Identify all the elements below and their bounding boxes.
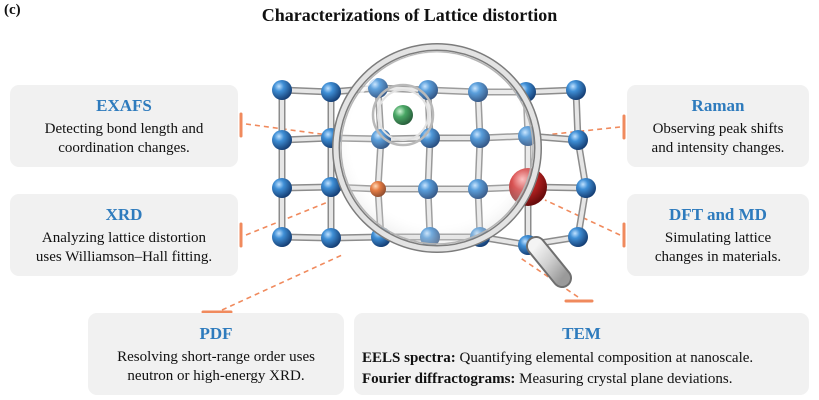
blue-atom	[272, 80, 292, 100]
card-raman: Raman Observing peak shifts and intensit…	[627, 85, 809, 167]
blue-atom	[321, 228, 341, 248]
blue-atom	[568, 130, 588, 150]
card-body-xrd: Analyzing lattice distortion uses Willia…	[35, 230, 213, 265]
connector-dft	[544, 199, 621, 236]
card-body-dft-md: Simulating lattice changes in materials.	[654, 230, 782, 265]
card-body-tem: EELS spectra: Quantifying elemental comp…	[354, 348, 809, 390]
card-dft-md: DFT and MD Simulating lattice changes in…	[627, 194, 809, 276]
card-title-pdf: PDF	[199, 324, 233, 343]
connector-pdf	[221, 254, 343, 311]
blue-atom	[272, 227, 292, 247]
tem-item-fourier: Fourier diffractograms: Measuring crysta…	[362, 371, 733, 387]
blue-atom	[272, 130, 292, 150]
card-body-pdf: Resolving short-range order uses neutron…	[117, 349, 315, 384]
card-title-tem: TEM	[562, 324, 601, 343]
blue-atom	[321, 177, 341, 197]
card-pdf: PDF Resolving short-range order uses neu…	[88, 313, 344, 395]
card-title-xrd: XRD	[105, 205, 143, 224]
card-title-raman: Raman	[691, 96, 745, 115]
blue-atom	[321, 82, 341, 102]
card-body-raman: Observing peak shifts and intensity chan…	[651, 121, 785, 156]
card-title-dft-md: DFT and MD	[669, 205, 767, 224]
blue-atom	[566, 80, 586, 100]
blue-atom	[272, 178, 292, 198]
card-xrd: XRD Analyzing lattice distortion uses Wi…	[10, 194, 238, 276]
tem-item-eels: EELS spectra: Quantifying elemental comp…	[362, 350, 754, 366]
card-body-exafs: Detecting bond length and coordination c…	[44, 121, 204, 156]
panel-label: (c)	[4, 2, 21, 18]
connector-exafs	[245, 123, 329, 136]
card-exafs: EXAFS Detecting bond length and coordina…	[10, 85, 238, 167]
connector-raman	[544, 126, 621, 136]
magnifier-icon	[332, 43, 572, 288]
blue-atom	[568, 227, 588, 247]
card-tem: TEM EELS spectra: Quantifying elemental …	[354, 313, 809, 395]
blue-atom	[576, 178, 596, 198]
card-title-exafs: EXAFS	[96, 96, 152, 115]
page-title: Characterizations of Lattice distortion	[261, 5, 558, 25]
connector-xrd	[245, 199, 334, 236]
connector-tem	[518, 256, 579, 298]
